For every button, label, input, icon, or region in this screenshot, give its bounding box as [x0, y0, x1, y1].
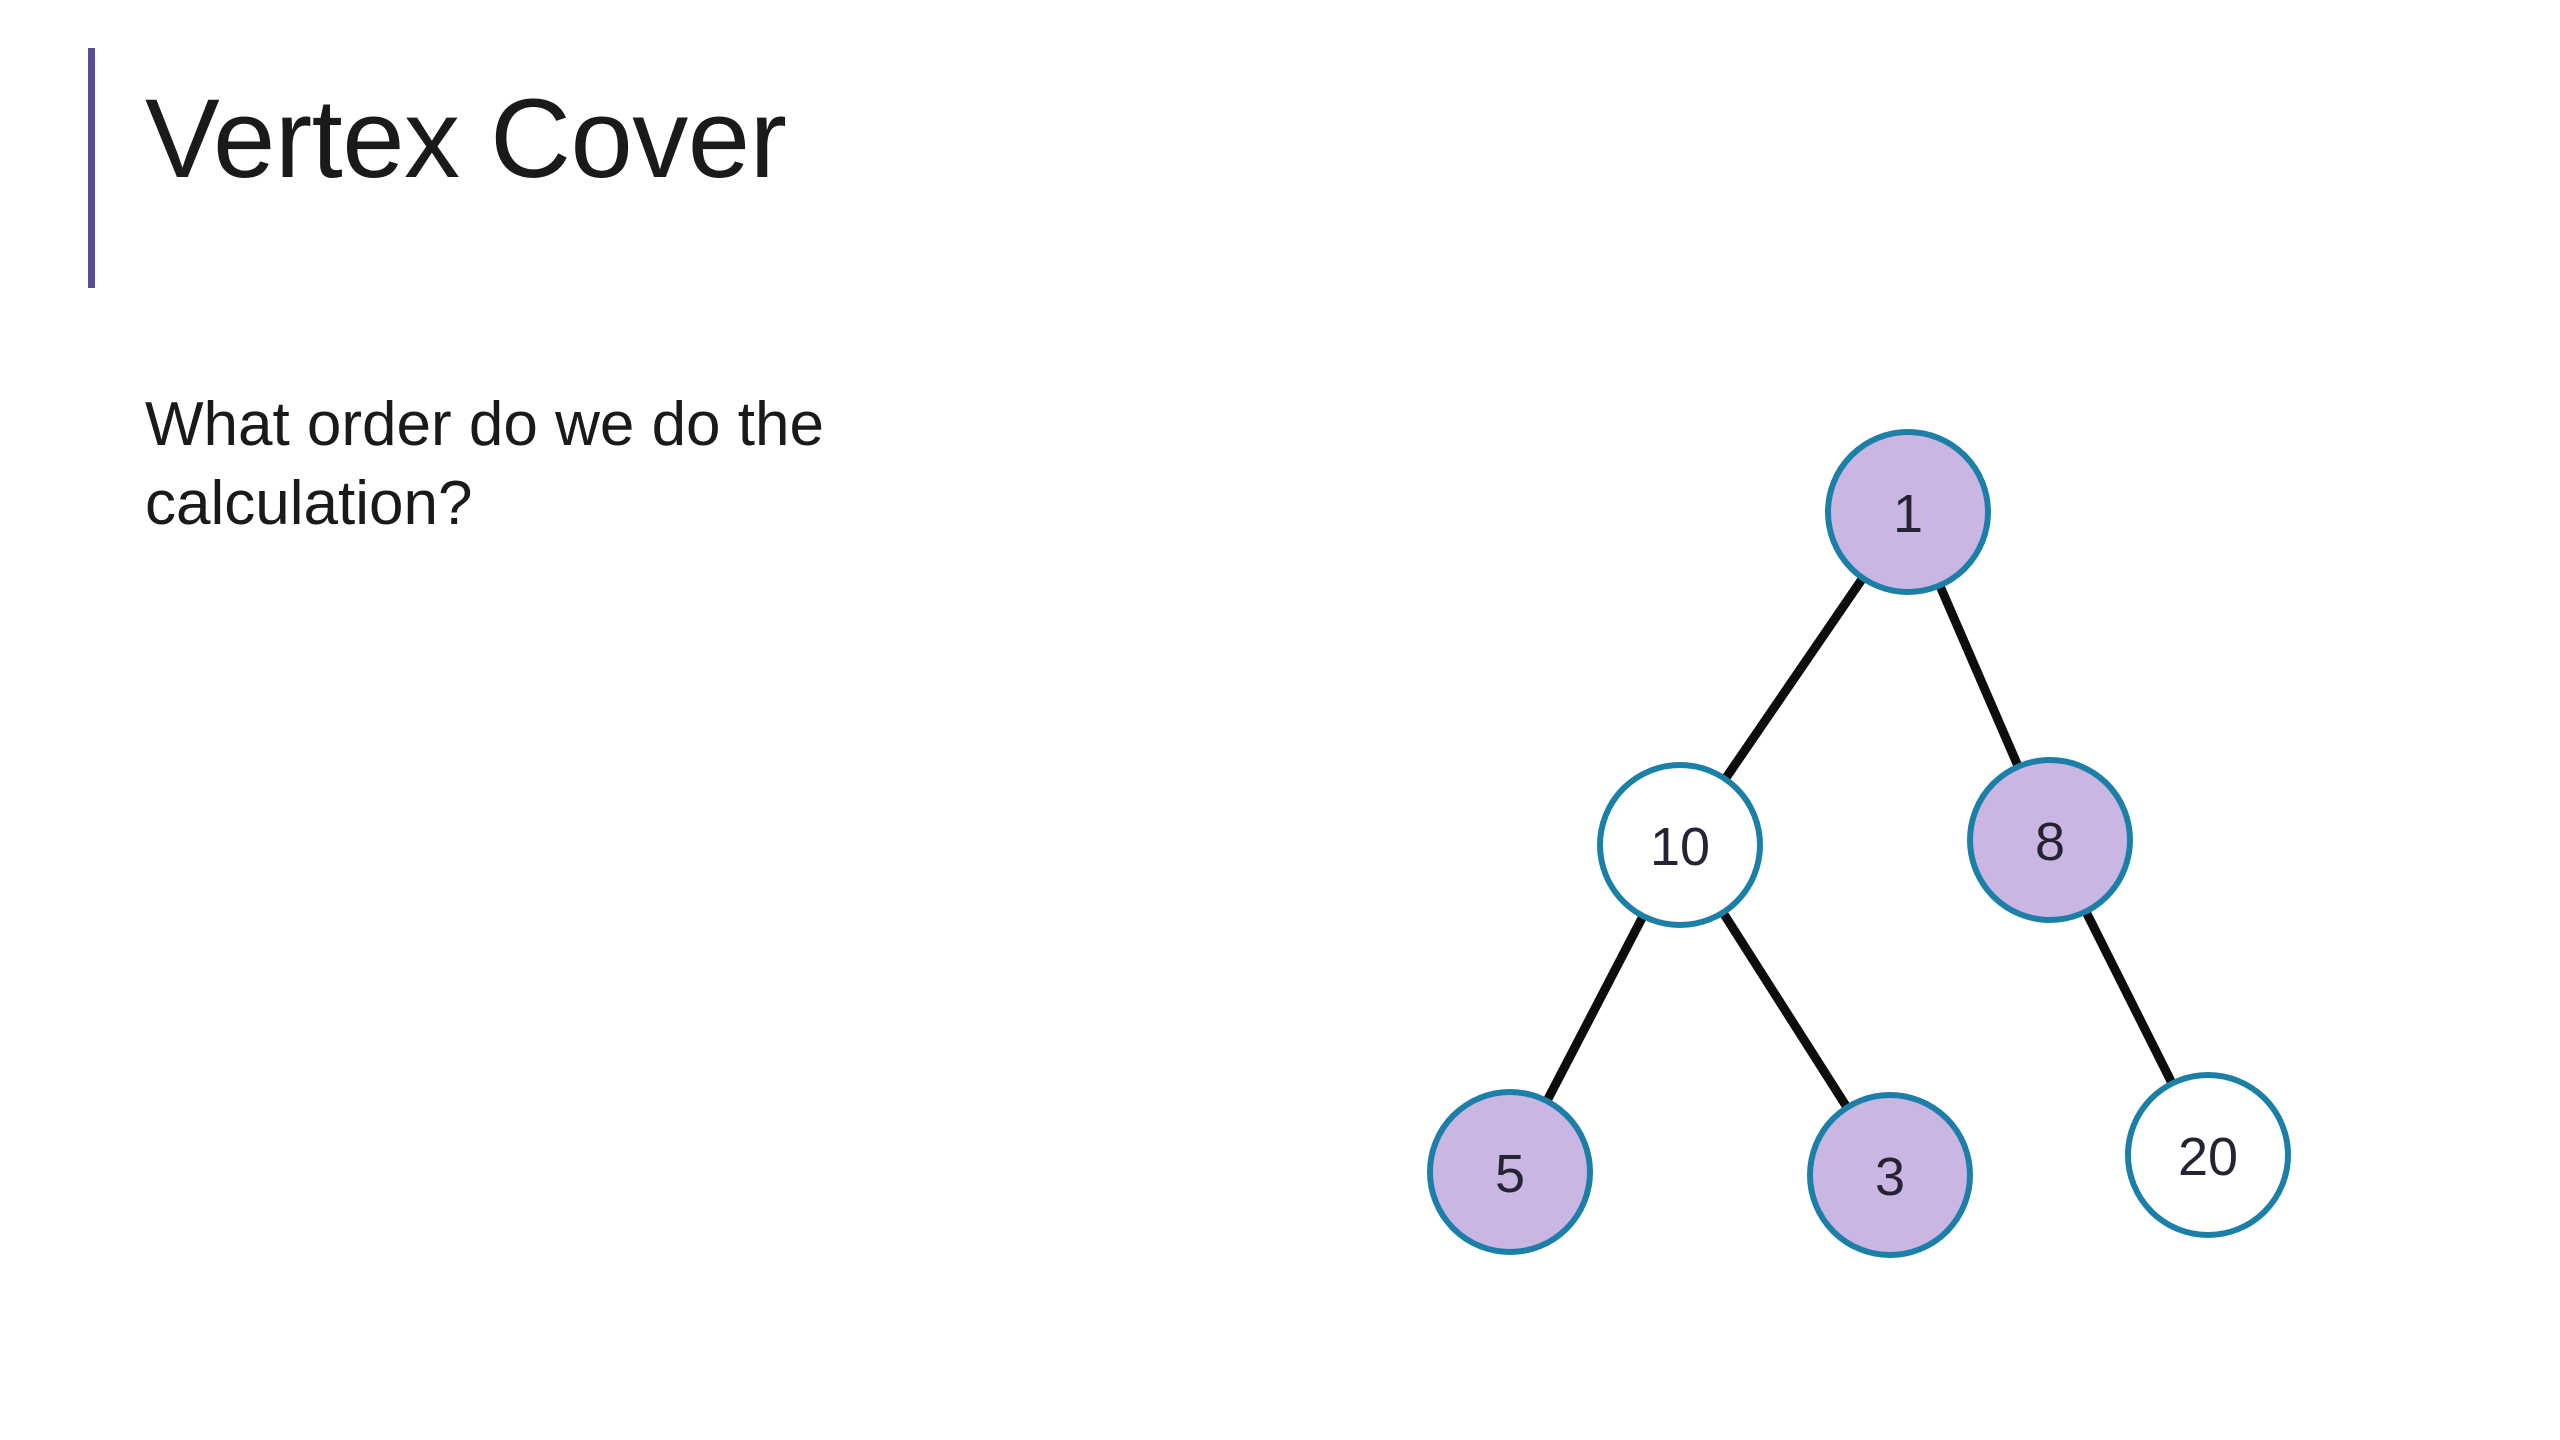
body-text: What order do we do the calculation?	[145, 390, 824, 539]
page-title: Vertex Cover	[145, 76, 787, 201]
tree-node-label: 8	[2035, 812, 2065, 872]
tree-node-20[interactable]: 20	[2125, 1072, 2291, 1238]
tree-node-5[interactable]: 5	[1427, 1089, 1593, 1255]
tree-node-circle[interactable]	[1807, 1092, 1973, 1258]
tree-node-circle[interactable]	[2125, 1072, 2291, 1238]
tree-node-circle[interactable]	[1597, 762, 1763, 928]
tree-node-1[interactable]: 1	[1825, 429, 1991, 595]
tree-edge-group	[1540, 570, 2179, 1116]
tree-edge	[2079, 903, 2179, 1092]
tree-node-circle[interactable]	[1967, 757, 2133, 923]
tree-edge	[1716, 904, 1854, 1116]
tree-edge	[1718, 570, 1870, 787]
tree-node-label: 3	[1875, 1147, 1905, 1207]
tree-diagram: 1 10 8 5 3 20	[1380, 390, 2440, 1330]
title-accent-bar	[88, 48, 95, 288]
tree-node-label: 20	[2178, 1127, 2238, 1187]
tree-node-label: 10	[1650, 817, 1710, 877]
title-block: Vertex Cover	[88, 48, 1288, 288]
tree-edge	[1933, 577, 2025, 775]
tree-node-label: 5	[1495, 1144, 1525, 1204]
tree-node-label: 1	[1893, 484, 1923, 544]
tree-node-circle[interactable]	[1825, 429, 1991, 595]
tree-node-group: 1 10 8 5 3 20	[1427, 429, 2291, 1258]
tree-edge	[1540, 907, 1650, 1110]
tree-svg: 1 10 8 5 3 20	[1427, 429, 2291, 1258]
tree-node-3[interactable]: 3	[1807, 1092, 1973, 1258]
tree-node-circle[interactable]	[1427, 1089, 1593, 1255]
tree-node-10[interactable]: 10	[1597, 762, 1763, 928]
tree-node-8[interactable]: 8	[1967, 757, 2133, 923]
